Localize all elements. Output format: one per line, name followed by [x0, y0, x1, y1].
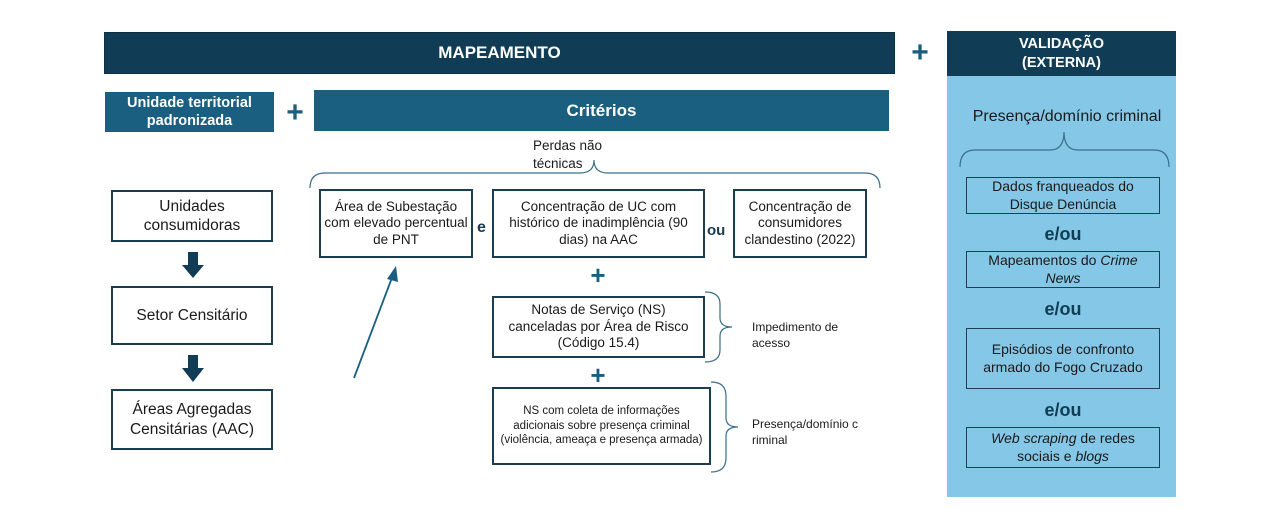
validation-item-text: Episódios de confronto armado do Fogo Cr…	[983, 341, 1143, 375]
step-text: Setor Censitário	[136, 306, 248, 324]
validation-item-text: Web scraping de redes sociais e blogs	[971, 430, 1155, 464]
conjunction-or: ou	[707, 222, 726, 239]
plus-territorial-criteria: +	[286, 96, 304, 129]
down-arrow-icon	[182, 252, 204, 278]
plus-criteria-notes: +	[590, 260, 606, 290]
validation-item-text: Dados franqueados do Disque Denúncia	[992, 178, 1134, 212]
label-impedimento-acesso: Impedimento de acesso	[752, 320, 839, 350]
criteria-box-ns-coleta: NS com coleta de informações adicionais …	[492, 387, 711, 465]
criteria-box-inadimplencia: Concentração de UC com histórico de inad…	[492, 189, 705, 258]
validation-connector: e/ou	[1044, 299, 1082, 319]
criteria-title: Critérios	[566, 100, 637, 120]
validation-item-crime-news: Mapeamentos do Crime News	[966, 251, 1160, 288]
criteria-box-text: Concentração de consumidores clandestino…	[744, 198, 856, 247]
validation-item-mid: de redes sociais e	[1017, 430, 1135, 464]
plus-mapping-validation: +	[911, 36, 929, 69]
validation-connector: e/ou	[1044, 400, 1082, 420]
conjunction-and: e	[477, 219, 486, 236]
validation-panel	[947, 31, 1176, 497]
mapping-title: MAPEAMENTO	[438, 43, 561, 62]
brace-presenca-dominio	[959, 131, 1170, 168]
step-unidades-consumidoras: Unidades consumidoras	[111, 190, 273, 242]
step-areas-agregadas: Áreas Agregadas Censitárias (AAC)	[111, 389, 273, 450]
criteria-box-notas-servico: Notas de Serviço (NS) canceladas por Áre…	[492, 296, 705, 358]
validation-header: VALIDAÇÃO (EXTERNA)	[947, 31, 1176, 76]
validation-title-line1: VALIDAÇÃO	[1018, 36, 1105, 53]
validation-item-fogo-cruzado: Episódios de confronto armado do Fogo Cr…	[966, 328, 1160, 389]
group-label-perdas: Perdas não técnicas	[533, 138, 603, 171]
territorial-title-line1: Unidade territorial	[127, 94, 252, 111]
territorial-title-line2: padronizada	[146, 113, 233, 129]
step-setor-censitario: Setor Censitário	[111, 286, 273, 345]
validation-item-emphasis: Crime News	[1045, 252, 1138, 286]
label-presenca-dominio: Presença/domínio criminal	[752, 417, 859, 447]
plus-notes-ns: +	[590, 360, 606, 390]
validation-item-pre: Mapeamentos do	[988, 252, 1101, 269]
step-text: Áreas Agregadas Censitárias (AAC)	[129, 401, 255, 438]
mapping-header: MAPEAMENTO	[104, 32, 895, 74]
criteria-box-text: Notas de Serviço (NS) canceladas por Áre…	[508, 302, 689, 351]
validation-item-emphasis: Web scraping	[991, 430, 1077, 447]
criteria-box-clandestino: Concentração de consumidores clandestino…	[733, 189, 867, 258]
validation-connector: e/ou	[1044, 224, 1082, 244]
criteria-box-text: NS com coleta de informações adicionais …	[500, 405, 703, 447]
brace-impedimento	[704, 291, 733, 363]
arrow-to-subestacao-icon	[353, 266, 398, 379]
brace-presenca-criminal	[710, 381, 739, 473]
brace-perdas-nao-tecnicas	[309, 159, 881, 189]
validation-item-disque-denuncia: Dados franqueados do Disque Denúncia	[966, 177, 1160, 214]
validation-item-emphasis-2: blogs	[1075, 447, 1109, 464]
criteria-box-text: Área de Subestação com elevado percentua…	[324, 198, 468, 247]
down-arrow-icon	[182, 355, 204, 382]
validation-item-web-scraping: Web scraping de redes sociais e blogs	[966, 427, 1160, 468]
criteria-header: Critérios	[314, 90, 889, 131]
validation-subtitle: Presença/domínio criminal	[972, 108, 1162, 125]
territorial-header: Unidade territorial padronizada	[105, 92, 274, 132]
validation-item-text: Mapeamentos do Crime News	[971, 252, 1155, 286]
criteria-box-subestacao: Área de Subestação com elevado percentua…	[319, 189, 473, 258]
criteria-box-text: Concentração de UC com histórico de inad…	[509, 198, 688, 247]
validation-title-line2: (EXTERNA)	[1022, 54, 1101, 71]
step-text: Unidades consumidoras	[143, 197, 241, 234]
